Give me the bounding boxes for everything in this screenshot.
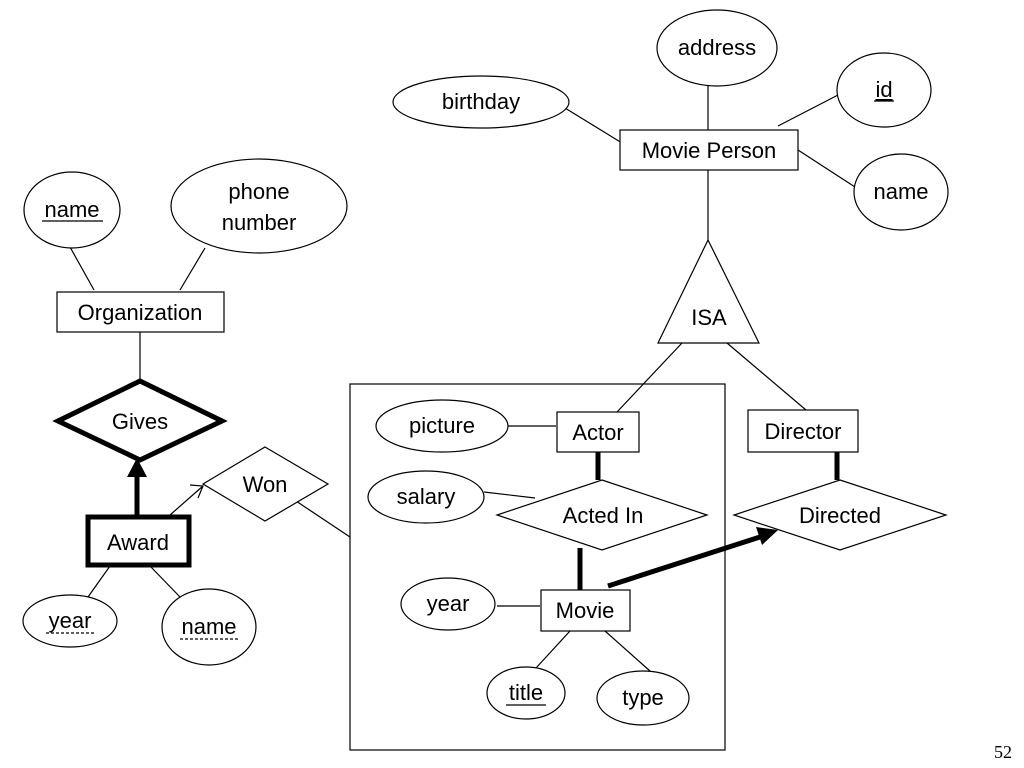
attribute-person-name: name <box>853 153 949 231</box>
page-number: 52 <box>994 742 1012 762</box>
relationship-gives-identifying: Gives <box>52 378 228 463</box>
attribute-birthday: birthday <box>392 75 570 129</box>
attribute-type: type <box>596 670 690 726</box>
attribute-label: id <box>875 77 892 102</box>
entity-organization: Organization <box>56 291 225 333</box>
attribute-title-key: title <box>486 666 566 720</box>
aggregation-box <box>349 383 726 751</box>
relationship-label: Won <box>243 472 288 497</box>
attribute-id-key: id <box>836 52 932 128</box>
attribute-address: address <box>656 9 778 87</box>
attribute-label-line2: number <box>222 210 297 235</box>
attribute-picture: picture <box>375 399 509 453</box>
attribute-label: salary <box>397 484 456 509</box>
relationship-directed: Directed <box>732 479 948 551</box>
entity-award-weak: Award <box>85 514 192 568</box>
attribute-label: name <box>873 179 928 204</box>
entity-movie-person: Movie Person <box>619 129 799 171</box>
attribute-label: name <box>44 197 99 222</box>
attribute-phone-number: phone number <box>170 158 348 254</box>
relationship-label: Acted In <box>563 503 644 528</box>
attribute-label: year <box>49 608 92 633</box>
attribute-label-line1: phone <box>228 179 289 204</box>
attribute-label: address <box>678 35 756 60</box>
relationship-label: Gives <box>112 409 168 434</box>
entity-label: Organization <box>78 300 203 325</box>
attribute-label: type <box>622 685 664 710</box>
attribute-salary: salary <box>367 470 485 524</box>
isa-triangle: ISA <box>657 238 760 344</box>
entity-director: Director <box>747 409 859 453</box>
entity-label: Director <box>764 419 841 444</box>
entity-label: Movie <box>556 598 615 623</box>
relationship-label: Directed <box>799 503 881 528</box>
entity-actor: Actor <box>556 411 640 453</box>
attribute-label: year <box>427 591 470 616</box>
relationship-acted-in: Acted In <box>495 479 709 551</box>
attribute-label: title <box>509 680 543 705</box>
attribute-movie-year: year <box>400 577 496 631</box>
attribute-award-year-partial-key: year <box>22 594 118 648</box>
entity-label: Movie Person <box>642 138 777 163</box>
attribute-label: name <box>181 614 236 639</box>
entity-label: Award <box>107 530 169 555</box>
attribute-label: birthday <box>442 89 520 114</box>
entity-movie: Movie <box>540 589 631 632</box>
connectors <box>69 85 856 672</box>
isa-label: ISA <box>691 305 727 330</box>
attribute-org-name-key: name <box>23 171 121 249</box>
attribute-award-name-partial-key: name <box>161 588 257 666</box>
attribute-label: picture <box>409 413 475 438</box>
entity-label: Actor <box>572 420 623 445</box>
relationship-won: Won <box>201 446 330 522</box>
